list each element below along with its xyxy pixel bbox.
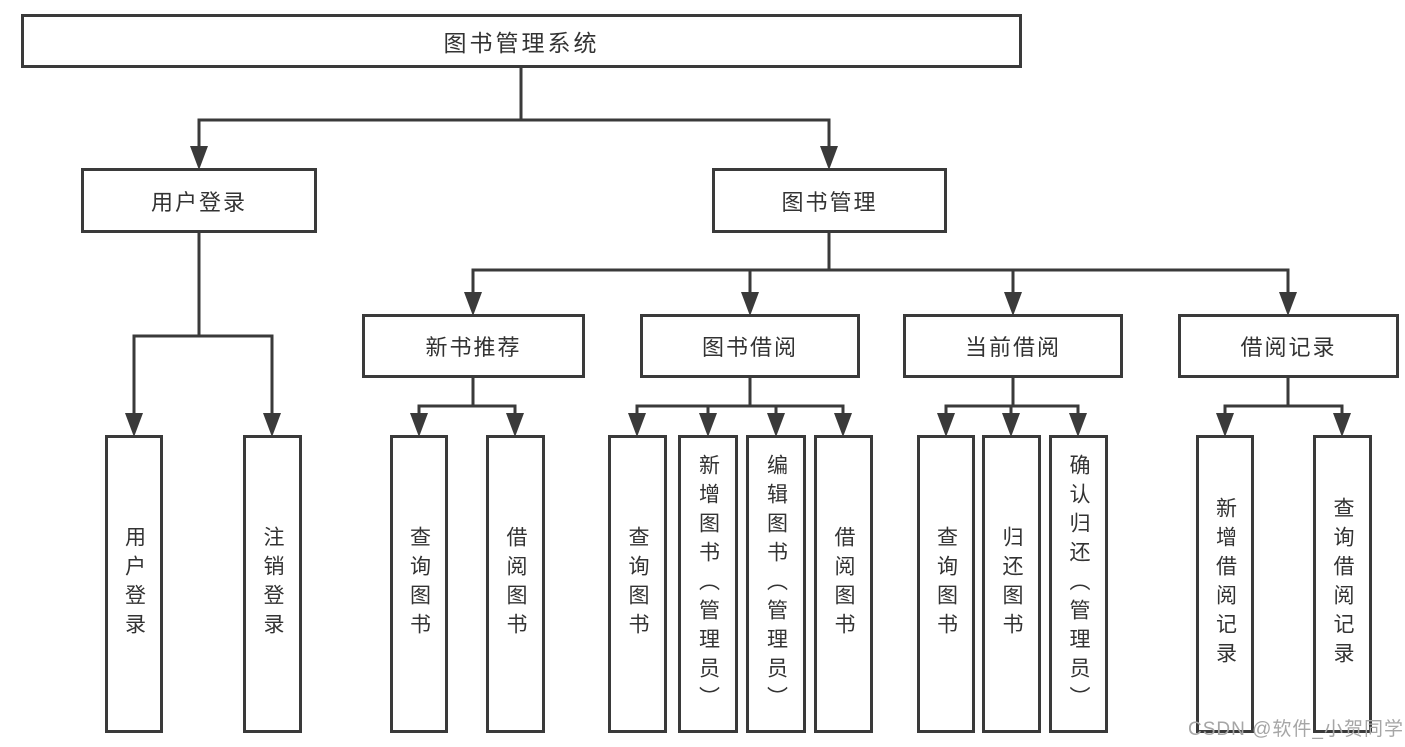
arrowhead bbox=[699, 413, 717, 437]
leaf-add-book-admin: 新增图书（管理员） bbox=[678, 435, 738, 733]
leaf-add-borrow-record: 新增借阅记录 bbox=[1196, 435, 1254, 733]
node-library-management-system: 图书管理系统 bbox=[21, 14, 1022, 68]
leaf-query-borrow-record: 查询借阅记录 bbox=[1313, 435, 1372, 733]
arrowhead bbox=[190, 146, 208, 170]
leaf-query-books-recommend: 查询图书 bbox=[390, 435, 448, 733]
leaf-query-books-current: 查询图书 bbox=[917, 435, 975, 733]
arrowhead bbox=[125, 413, 143, 437]
arrowhead bbox=[628, 413, 646, 437]
leaf-borrow-books: 借阅图书 bbox=[814, 435, 873, 733]
arrowhead bbox=[410, 413, 428, 437]
arrowhead bbox=[506, 413, 524, 437]
node-user-login: 用户登录 bbox=[81, 168, 317, 233]
leaf-query-books-borrow: 查询图书 bbox=[608, 435, 667, 733]
leaf-return-book: 归还图书 bbox=[982, 435, 1041, 733]
arrowhead bbox=[1004, 292, 1022, 316]
node-borrowing-records: 借阅记录 bbox=[1178, 314, 1399, 378]
leaf-user-login: 用户登录 bbox=[105, 435, 163, 733]
arrowhead bbox=[1002, 413, 1020, 437]
arrowhead bbox=[464, 292, 482, 316]
arrowhead bbox=[1069, 413, 1087, 437]
csdn-watermark: CSDN @软件_小贺同学 bbox=[1188, 719, 1404, 740]
arrowhead bbox=[834, 413, 852, 437]
arrowhead bbox=[1279, 292, 1297, 316]
leaf-logout: 注销登录 bbox=[243, 435, 302, 733]
leaf-borrow-books-recommend: 借阅图书 bbox=[486, 435, 545, 733]
leaf-confirm-return-admin: 确认归还（管理员） bbox=[1049, 435, 1108, 733]
arrowhead bbox=[767, 413, 785, 437]
arrowhead bbox=[937, 413, 955, 437]
arrowhead bbox=[820, 146, 838, 170]
node-new-book-recommendation: 新书推荐 bbox=[362, 314, 585, 378]
node-book-management: 图书管理 bbox=[712, 168, 947, 233]
arrowhead bbox=[1333, 413, 1351, 437]
arrowhead bbox=[1216, 413, 1234, 437]
node-book-borrowing: 图书借阅 bbox=[640, 314, 860, 378]
arrowhead bbox=[741, 292, 759, 316]
node-current-borrowing: 当前借阅 bbox=[903, 314, 1123, 378]
leaf-edit-book-admin: 编辑图书（管理员） bbox=[746, 435, 806, 733]
arrowhead bbox=[263, 413, 281, 437]
